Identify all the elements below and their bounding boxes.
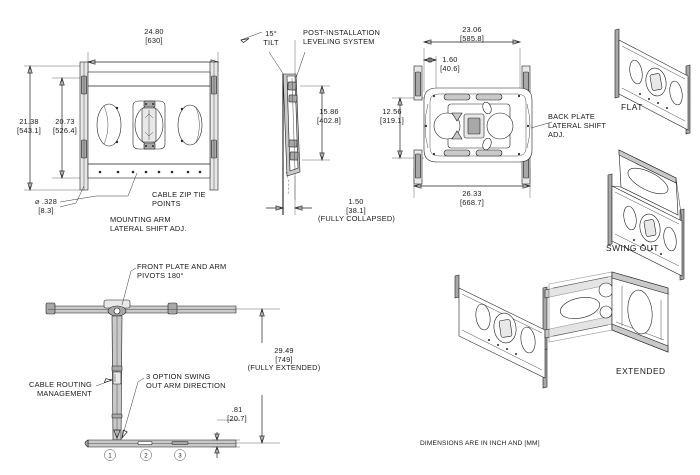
fully-extended-dimension: 29.49 [749] (FULLY EXTENDED) xyxy=(247,346,321,373)
hole-diameter-dimension: ⌀ .328 [8.3] xyxy=(34,197,58,215)
front-outer-height-dimension: 21.38 [543.1] xyxy=(16,117,41,135)
marker-2-label: 2 xyxy=(144,452,148,459)
units-note: DIMENSIONS ARE IN INCH AND [MM] xyxy=(420,440,540,447)
iso-view-flat xyxy=(614,28,691,135)
back-outer-width-dimension: 26.33 [668.7] xyxy=(459,189,484,207)
cable-routing-callout: CABLE ROUTING MANAGEMENT xyxy=(29,380,92,398)
leveling-system-callout: POST-INSTALLATION LEVELING SYSTEM xyxy=(303,28,381,46)
base-thickness-dimension: .81 [20.7] xyxy=(227,405,247,423)
iso-view-swing-out xyxy=(607,149,685,281)
collapsed-depth-dimension: 1.50 [38.1] (FULLY COLLAPSED) xyxy=(318,197,396,224)
tilt-angle-label: 15° TILT xyxy=(263,29,279,47)
swing-option-callout: 3 OPTION SWING OUT ARM DIRECTION xyxy=(146,372,226,390)
cable-zip-tie-callout: CABLE ZIP TIE POINTS xyxy=(152,190,206,208)
back-height-dimension: 12.56 [319.1] xyxy=(379,107,404,125)
marker-1-label: 1 xyxy=(108,452,112,459)
front-plate-pivot-callout: FRONT PLATE AND ARM PIVOTS 180° xyxy=(137,262,227,280)
mounting-arm-callout: MOUNTING ARM LATERAL SHIFT ADJ. xyxy=(110,215,187,233)
swing-out-view-label: SWING OUT xyxy=(606,243,659,253)
marker-3-label: 3 xyxy=(178,452,182,459)
side-view-drawing xyxy=(240,31,330,215)
back-plate-shift-callout: BACK PLATE LATERAL SHIFT ADJ. xyxy=(548,112,607,139)
flat-view-label: FLAT xyxy=(621,102,643,112)
front-width-dimension: 24.80 [630] xyxy=(144,27,164,45)
back-plate-view-drawing xyxy=(392,39,553,198)
iso-view-extended xyxy=(454,271,669,389)
front-inner-height-dimension: 20.73 [526.4] xyxy=(52,117,77,135)
back-inner-width-dimension: 23.06 [585.8] xyxy=(459,25,484,43)
front-view-drawing xyxy=(24,52,220,208)
side-height-dimension: 15.86 [402.8] xyxy=(316,107,341,125)
back-offset-dimension: 1.60 [40.6] xyxy=(440,55,460,73)
extended-view-label: EXTENDED xyxy=(616,366,666,376)
extended-elevation-drawing: 1 2 3 xyxy=(45,267,280,461)
